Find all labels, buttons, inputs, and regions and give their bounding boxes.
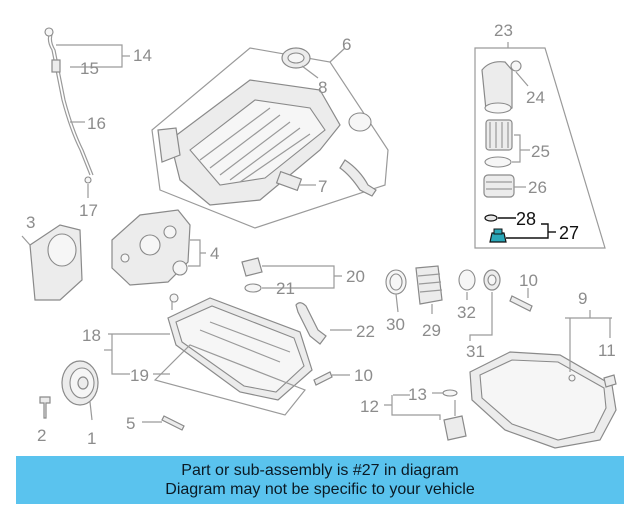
label-1: 1 [87,429,96,448]
label-13: 13 [408,385,427,404]
label-21: 21 [276,279,295,298]
label-28: 28 [516,209,536,229]
part-5 [142,415,185,431]
highlighted-part-27-28 [484,214,556,243]
valve-cover [104,293,313,416]
timing-covers [21,209,206,301]
label-16: 16 [87,114,106,133]
label-7: 7 [318,177,327,196]
label-10-left: 10 [354,366,373,385]
label-10-right: 10 [519,271,538,290]
intake-manifold-group [151,47,389,229]
label-23: 23 [494,21,513,40]
label-4: 4 [210,244,219,263]
banner-line-1: Part or sub-assembly is #27 in diagram [181,462,459,479]
crank-pulley [39,360,99,421]
label-19: 19 [130,366,149,385]
label-32: 32 [457,303,476,322]
parts-diagram: 14 15 16 17 6 8 7 [21,21,617,449]
label-5: 5 [126,414,135,433]
banner-line-2: Diagram may not be specific to your vehi… [165,481,475,498]
label-11: 11 [598,341,616,360]
label-12: 12 [360,397,379,416]
label-20: 20 [346,267,365,286]
label-22: 22 [356,322,375,341]
dipstick-assembly [44,27,130,198]
label-14: 14 [133,46,152,65]
label-29: 29 [422,321,441,340]
label-17: 17 [79,201,98,220]
label-25: 25 [531,142,550,161]
label-31: 31 [466,342,485,361]
label-6: 6 [342,35,351,54]
oil-filter-group [474,42,606,249]
part-31-32 [458,269,501,341]
label-9: 9 [578,289,587,308]
label-3: 3 [26,213,35,232]
label-26: 26 [528,178,547,197]
part-notice-banner: Part or sub-assembly is #27 in diagram D… [16,456,624,504]
label-18: 18 [82,326,101,345]
label-8: 8 [318,78,327,97]
label-30: 30 [386,315,405,334]
oil-cooler [385,265,443,314]
label-15: 15 [80,59,99,78]
bolt-10-right [509,288,533,312]
label-2: 2 [37,426,46,445]
part-22 [295,302,352,345]
oil-pump-pickup [384,389,467,441]
label-27: 27 [559,223,579,243]
oil-pan [469,310,617,449]
label-24: 24 [526,88,545,107]
part-20-21 [241,257,342,293]
bolt-10-left [313,371,350,386]
